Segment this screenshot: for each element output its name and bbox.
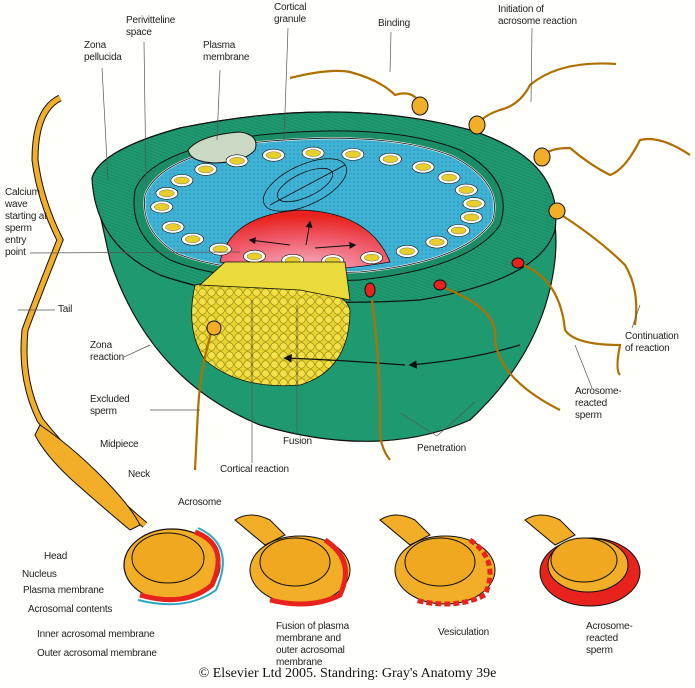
- label-vesiculation: Vesiculation: [438, 627, 489, 638]
- cortical-granules: [150, 146, 486, 268]
- arrow-calcium-right: [314, 241, 357, 249]
- copyright: © Elsevier Ltd 2005. Standring: Gray's A…: [198, 666, 497, 681]
- label-neck: Neck: [128, 469, 150, 480]
- arrow-calcium-up: [305, 220, 313, 246]
- label-cortical-reaction: Cortical reaction: [220, 464, 289, 475]
- label-penetration: Penetration: [417, 443, 466, 454]
- label-zona-reaction: Zona reaction: [90, 340, 124, 363]
- cortical-granule-content: [429, 238, 445, 246]
- label-nucleus: Nucleus: [22, 569, 57, 580]
- arrow-calcium-left: [248, 237, 291, 246]
- cortical-granule-content: [184, 235, 201, 243]
- label-plasma-membrane: Plasma membrane: [203, 40, 250, 63]
- label-fusion-stage: Fusion of plasma membrane and outer acro…: [276, 621, 349, 668]
- cortical-granule-content: [441, 173, 457, 182]
- binding-sperm: [289, 69, 429, 116]
- cortical-granule-content: [246, 252, 263, 261]
- cortical-granule-content: [466, 199, 482, 208]
- label-calcium-wave: Calcium wave starting at sperm entry poi…: [5, 187, 47, 258]
- label-binding: Binding: [378, 18, 410, 29]
- leader-lines: [18, 27, 641, 463]
- continuation-sperm: [548, 202, 638, 326]
- cortical-granule-content: [399, 247, 415, 256]
- label-fusion: Fusion: [283, 436, 312, 447]
- acrosome-band: [139, 529, 221, 603]
- label-plasma-membrane-sperm: Plasma membrane: [23, 585, 104, 596]
- midpiece: [34, 424, 141, 531]
- label-reacted-stage: Acrosome- reacted sperm: [586, 621, 633, 656]
- large-sperm: [20, 94, 224, 606]
- cortical-granule-content: [458, 186, 475, 194]
- label-perivitelline-space: Perivitteline space: [126, 15, 176, 38]
- label-zona-pellucida: Zona pellucida: [84, 40, 122, 63]
- cortical-granule-content: [463, 213, 480, 222]
- oocyte-outline: [144, 137, 495, 274]
- label-inner-acrosomal-membrane: Inner acrosomal membrane: [37, 629, 155, 640]
- cortical-granule-content: [212, 245, 229, 253]
- cortical-granule-content: [165, 223, 181, 231]
- cortical-granule-content: [159, 189, 175, 197]
- zona-reaction-zone: [199, 261, 351, 301]
- cortical-granule-content: [174, 176, 190, 185]
- egg: [91, 111, 557, 442]
- label-cortical-granule: Cortical granule: [274, 2, 307, 25]
- penetrating-sperm-1: [433, 279, 561, 411]
- label-tail: Tail: [58, 304, 73, 315]
- stage-fusion: [234, 514, 351, 607]
- reacting-sperm-1: [533, 137, 691, 177]
- label-midpiece: Midpiece: [100, 439, 139, 450]
- label-continuation: Continuation of reaction: [625, 331, 679, 354]
- cortical-granule-content: [265, 151, 282, 159]
- stage-reacted: [524, 514, 641, 607]
- arrow-zona-1: [408, 344, 521, 369]
- cortical-granule-content: [363, 254, 380, 262]
- label-initiation: Initiation of acrosome reaction: [498, 4, 577, 27]
- spindle: [262, 158, 348, 212]
- label-acrosomal-contents: Acrosomal contents: [28, 604, 113, 615]
- cortical-granule-content: [229, 157, 245, 165]
- cortical-granule-content: [382, 155, 399, 163]
- label-acrosome: Acrosome: [178, 497, 222, 508]
- penetrating-sperm-2: [364, 282, 391, 461]
- label-head: Head: [44, 551, 68, 562]
- acrosome-reacted-sperm-1: [511, 257, 622, 376]
- initiation-sperm: [468, 62, 617, 135]
- nucleus: [131, 532, 205, 584]
- label-excluded-sperm: Excluded sperm: [90, 394, 130, 417]
- cortical-granule-content: [305, 149, 321, 157]
- stage-vesiculation: [379, 514, 496, 607]
- cortical-granule-content: [154, 203, 170, 211]
- cortical-granule-content: [198, 165, 214, 174]
- label-outer-acrosomal-membrane: Outer acrosomal membrane: [37, 648, 157, 659]
- cortical-granule-content: [345, 150, 361, 159]
- cortical-granule-content: [415, 163, 431, 171]
- label-acrosome-reacted-sperm: Acrosome- reacted sperm: [575, 386, 622, 421]
- cortical-granule-content: [450, 226, 467, 235]
